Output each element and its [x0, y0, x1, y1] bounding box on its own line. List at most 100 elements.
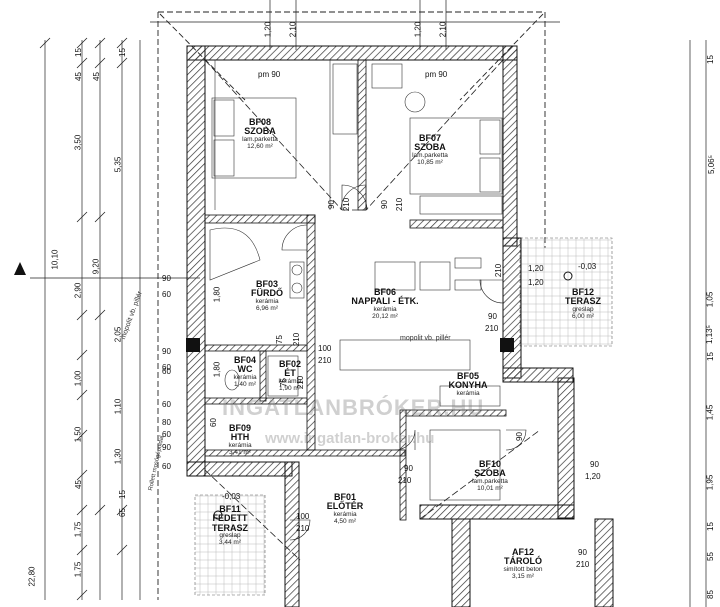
door-dim-60f: 60	[162, 462, 171, 471]
level-point-icon	[213, 510, 223, 520]
room-bf02: BF02 ÉT kerámia 1,90 m²	[278, 359, 302, 392]
room-bf03: BF03 FÜRDŐ kerámia 6,96 m²	[251, 279, 283, 312]
door-dim-60d: 60	[162, 400, 171, 409]
door-dim-90a: 90	[326, 200, 336, 209]
door-dim-210i: 210	[296, 524, 310, 533]
door-dim-210h: 210	[494, 263, 504, 278]
room-bf06: BF06 NAPPALI - ÉTK. kerámia 20,12 m²	[351, 287, 419, 320]
dim-right-3: 1,13⁵	[704, 325, 714, 344]
door-dim-210a: 210	[342, 197, 352, 212]
left-dimension-lines	[30, 40, 200, 600]
door-dim-90d: 90	[162, 347, 171, 356]
door-dim-120c: 1,20	[585, 472, 601, 481]
door-dim-100b: 100	[296, 512, 310, 521]
dim-top-3: 2,10	[438, 21, 448, 38]
door-dim-60b: 60	[162, 363, 171, 372]
door-dim-120b: 1,20	[528, 278, 544, 287]
door-dim-210g: 210	[398, 476, 412, 485]
dim-right-4: 15	[705, 352, 715, 361]
dim-right-9: 85	[705, 590, 715, 599]
door-dim-100: 100	[318, 344, 332, 353]
door-swings	[281, 184, 527, 541]
door-dim-90g: 90	[514, 432, 524, 441]
room-bf10: BF10 SZOBA lam.parketta 10,01 m²	[472, 459, 508, 492]
top-dimension-lines	[150, 0, 560, 50]
door-dim-180a: 1,80	[212, 286, 222, 303]
level-bf11: -0,03	[222, 492, 241, 501]
room-bf11: BF11 FEDETT TERASZ greslap 3,44 m²	[212, 504, 248, 547]
dim-left-outer-3: 10,10	[50, 249, 60, 270]
dim-left-mid-4: 2,90	[73, 282, 83, 299]
column-marker	[500, 338, 514, 352]
dim-top-1: 2,10	[288, 21, 298, 38]
door-dim-90j: 90	[162, 443, 171, 452]
room-boundaries	[214, 60, 331, 210]
door-dim-75: 75	[274, 335, 284, 344]
dim-left-outer-1: 45	[73, 72, 83, 81]
room-bf05: BF05 KONYHA kerámia	[448, 371, 488, 397]
door-dim-210j: 210	[576, 560, 590, 569]
roof-ridge-lines	[204, 59, 541, 561]
room-bf09: BF09 HTH kerámia 3,41 m²	[228, 423, 252, 456]
door-dim-90c: 90	[162, 274, 171, 283]
door-dim-210b: 210	[395, 197, 405, 212]
right-dimension-lines	[689, 40, 707, 607]
door-dim-210c: 210	[292, 332, 302, 347]
door-dim-90b: 90	[379, 200, 389, 209]
dim-left-outer-0: 15	[73, 48, 83, 57]
door-dim-pm90-right: pm 90	[425, 70, 448, 79]
door-dim-pm90-left: pm 90	[258, 70, 281, 79]
dim-right-1: 5,06⁵	[706, 155, 716, 174]
dim-right-6: 1,95	[705, 474, 715, 491]
dim-left-mid-10: 45	[73, 480, 83, 489]
dim-left-mid-11: 15	[117, 490, 127, 499]
dim-right-8: 55	[705, 552, 715, 561]
dim-left-mid-6: 1,00	[73, 370, 83, 387]
dim-left-outer-2: 3,50	[73, 134, 83, 151]
door-dim-210f: 210	[485, 324, 499, 333]
note-pillar-right: mopolit vb. pillér	[400, 335, 451, 342]
door-dim-210d: 210	[318, 356, 332, 365]
dim-top-0: 1,20	[263, 21, 273, 38]
room-bf04: BF04 WC kerámia 1,40 m²	[233, 355, 257, 388]
level-point-icon	[563, 271, 573, 281]
dim-left-mid-1: 45	[91, 72, 101, 81]
door-dim-120a: 1,20	[528, 264, 544, 273]
dim-right-7: 15	[705, 522, 715, 531]
left-dimension-ticks	[39, 37, 128, 601]
dim-left-mid-0: 15	[117, 48, 127, 57]
terrace-bf11-area	[194, 494, 266, 596]
outer-walls	[186, 45, 614, 607]
door-dim-60c: 60	[162, 367, 171, 376]
door-dim-90f: 90	[404, 464, 413, 473]
furniture	[209, 63, 503, 501]
level-marker-icon	[14, 262, 26, 275]
dim-left-mid-2: 5,35	[113, 156, 123, 173]
door-dim-60e: 60	[162, 430, 171, 439]
room-af12: AF12 TÁROLÓ simított beton 3,15 m²	[503, 547, 543, 580]
level-bf12: -0,03	[578, 262, 597, 271]
terrace-bf12-area	[519, 237, 613, 347]
room-bf07: BF07 SZOBA lam.parketta 10,85 m²	[412, 133, 448, 166]
dim-top-2: 1,20	[413, 21, 423, 38]
dim-left-mid-13: 1,75	[73, 521, 83, 538]
dim-left-outer-4: 22,80	[27, 566, 37, 587]
watermark-url: www.ingatlan-broker.hu	[265, 430, 435, 447]
dim-left-mid-8: 1,50	[73, 426, 83, 443]
dim-left-mid-7: 1,10	[113, 398, 123, 415]
door-dim-90e: 90	[488, 312, 497, 321]
watermark-brand: INGATLANBRÓKER.HU	[222, 395, 485, 420]
dim-left-mid-3: 9,20	[91, 258, 101, 275]
column-marker	[186, 338, 200, 352]
dim-left-mid-12: 65	[117, 508, 127, 517]
dim-left-mid-14: 1,75	[73, 561, 83, 578]
door-dim-60a: 60	[162, 290, 171, 299]
room-bf08: BF08 SZOBA lam.parketta 12,60 m²	[242, 117, 278, 150]
dim-right-2: 1,05	[705, 291, 715, 308]
door-dim-90h: 90	[578, 548, 587, 557]
room-bf12: BF12 TERASZ greslap 6,00 m²	[565, 287, 601, 320]
dim-right-5: 1,45	[705, 404, 715, 421]
door-dim-90i: 90	[590, 460, 599, 469]
door-dim-80: 80	[162, 418, 171, 427]
